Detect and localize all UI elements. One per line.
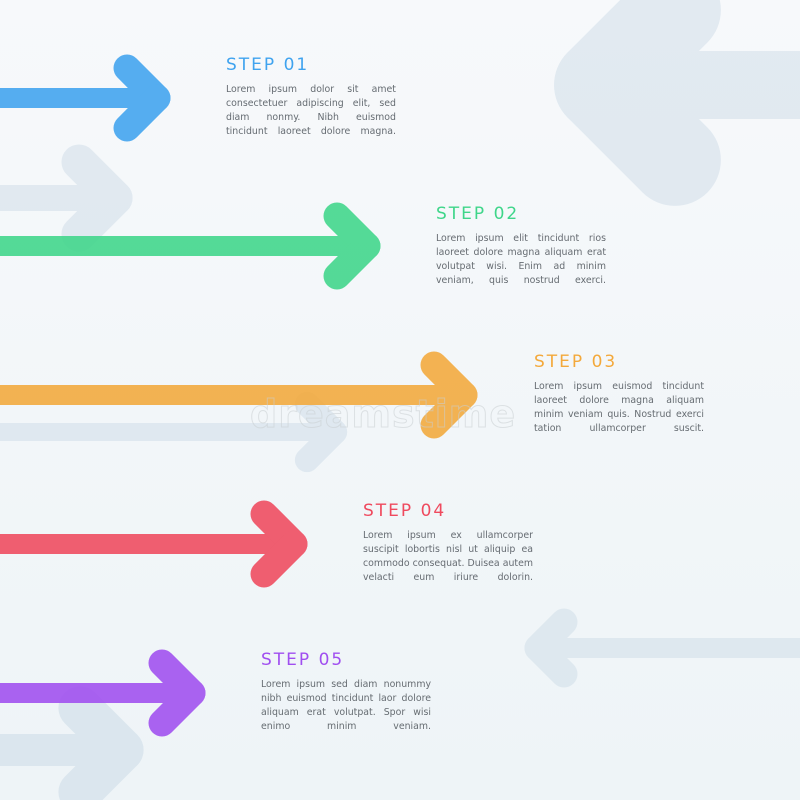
step-1-arrow-head-lower: [113, 84, 171, 142]
step-5-description: Lorem ipsum sed diam nonummy nibh euismo…: [261, 679, 431, 732]
step-3-title: STEP 03: [534, 352, 618, 372]
step-1-arrow: [0, 54, 171, 142]
step-2-description: Lorem ipsum elit tincidunt rios laoreet …: [436, 233, 606, 286]
decor-arrow-middle-head-upper: [294, 391, 348, 445]
step-5-block: STEP 05 Lorem ipsum sed diam nonummy nib…: [261, 650, 431, 734]
decor-arrow-upper-left-head-lower: [61, 180, 133, 252]
decor-arrow-upper-left: [0, 144, 133, 252]
watermark-text: dreamstime: [249, 392, 517, 437]
decor-arrow-top-right-head-lower: [554, 39, 721, 206]
decor-arrow-top-right: [554, 0, 800, 206]
step-1-block: STEP 01 Lorem ipsum dolor sit amet conse…: [226, 55, 396, 139]
step-5-title: STEP 05: [261, 650, 345, 670]
decor-arrow-bottom-left-head-lower: [58, 728, 144, 800]
step-2-title: STEP 02: [436, 204, 520, 224]
decor-arrow-bottom-left: [0, 686, 144, 800]
step-2-block: STEP 02 Lorem ipsum elit tincidunt rios …: [436, 204, 606, 288]
decor-arrow-lower-right-head-lower: [524, 634, 578, 688]
decor-arrow-middle-head-lower: [294, 419, 348, 473]
step-4-title: STEP 04: [363, 501, 447, 521]
step-1-description: Lorem ipsum dolor sit amet consectetuer …: [226, 84, 396, 137]
step-3-arrow-head-lower: [420, 381, 478, 439]
step-4-arrow-head-lower: [250, 530, 308, 588]
decor-arrow-upper-left-head-upper: [61, 144, 133, 216]
step-2-arrow-head-lower: [323, 232, 381, 290]
step-4-arrow: [0, 500, 308, 588]
step-1-title: STEP 01: [226, 55, 310, 75]
step-3-block: STEP 03 Lorem ipsum euismod tincidunt la…: [534, 352, 704, 436]
step-5-arrow-head-lower: [148, 679, 206, 737]
step-3-description: Lorem ipsum euismod tincidunt laoreet do…: [534, 381, 704, 434]
decor-arrow-middle: [0, 391, 348, 473]
decor-arrow-lower-right: [524, 608, 800, 688]
step-4-description: Lorem ipsum ex ullamcorper suscipit lobo…: [363, 530, 533, 583]
step-4-block: STEP 04 Lorem ipsum ex ullamcorper susci…: [363, 501, 533, 585]
decor-arrow-top-right-head-upper: [554, 0, 721, 131]
step-5-arrow: [0, 649, 206, 737]
decor-arrow-lower-right-head-upper: [524, 608, 578, 662]
step-3-arrow: [0, 351, 478, 439]
step-2-arrow: [0, 202, 381, 290]
